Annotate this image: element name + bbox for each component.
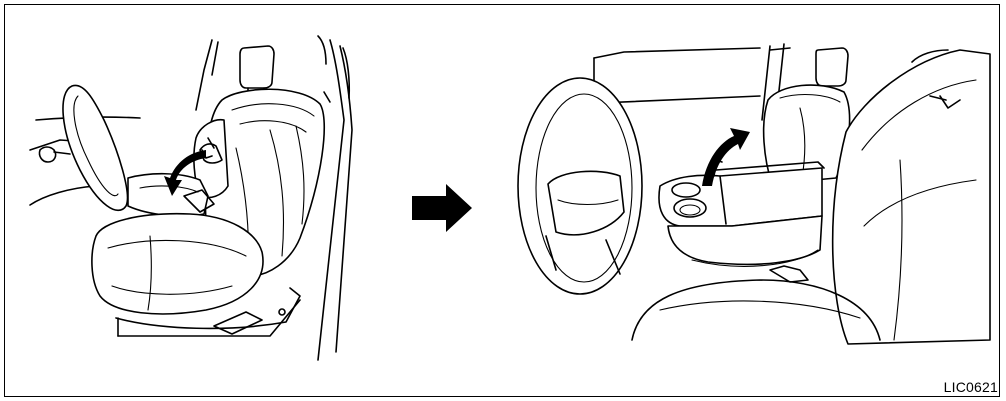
head-restraint [239, 45, 275, 89]
left-seat-illustration [29, 35, 353, 361]
seat-cushion [91, 212, 264, 315]
center-seatback [193, 118, 229, 199]
right-arrow-icon [412, 184, 472, 232]
figure-code: LIC0621 [943, 379, 998, 395]
steering-wheel-front [517, 77, 643, 295]
right-seat-illustration [517, 43, 991, 345]
curved-arrow-icon [164, 150, 206, 196]
rear-head-restraint [815, 47, 849, 87]
a-pillar-line [195, 39, 213, 111]
cup-holder [673, 198, 707, 218]
near-seatback [831, 49, 991, 345]
console-body [667, 215, 823, 266]
steering-wheel [62, 84, 129, 212]
folded-center-back [127, 172, 209, 217]
